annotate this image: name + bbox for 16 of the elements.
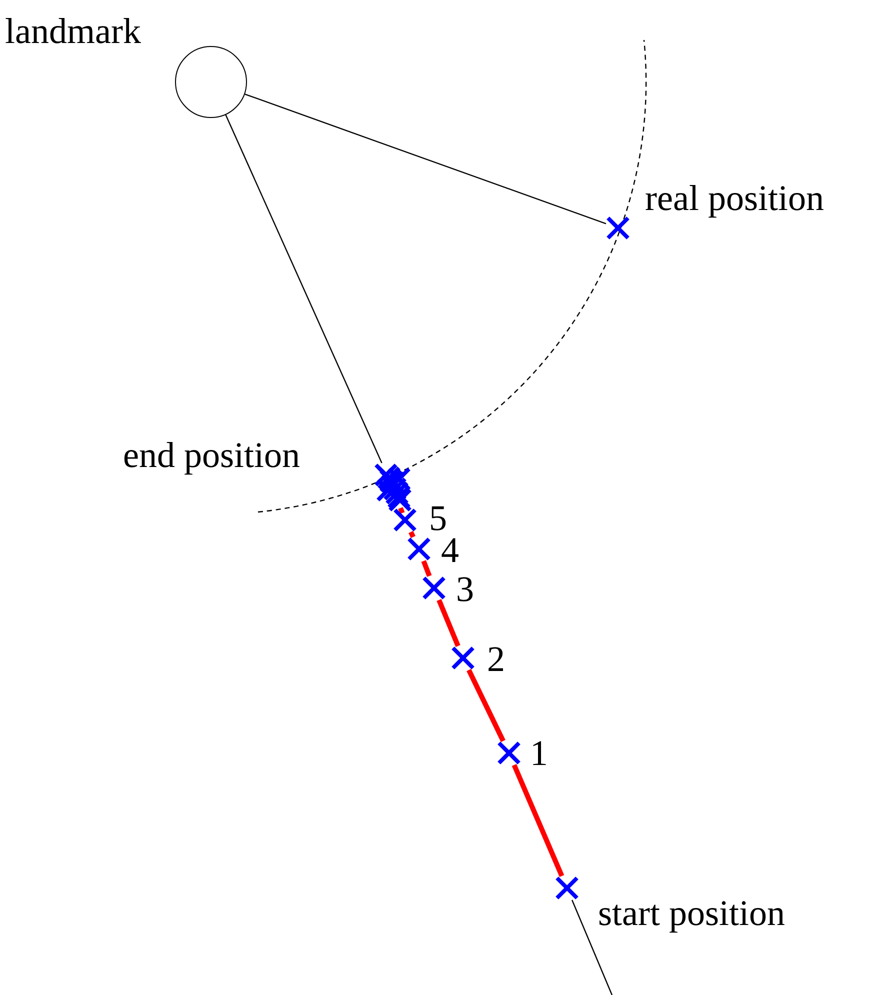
path-line	[398, 507, 405, 514]
path-line	[466, 668, 506, 742]
point-label: start position	[598, 895, 785, 931]
point-label: 2	[487, 641, 505, 677]
path-line	[421, 560, 432, 577]
path-line	[408, 530, 416, 538]
path-line	[512, 764, 564, 877]
point-label: 1	[530, 735, 548, 771]
connector-line	[225, 114, 382, 464]
connector-line	[572, 900, 613, 995]
point-label: real position	[645, 180, 824, 216]
point-label: landmark	[5, 13, 141, 49]
path-line	[436, 599, 460, 647]
connector-line	[244, 94, 606, 224]
point-label: end position	[123, 437, 300, 473]
point-label: 3	[456, 571, 474, 607]
